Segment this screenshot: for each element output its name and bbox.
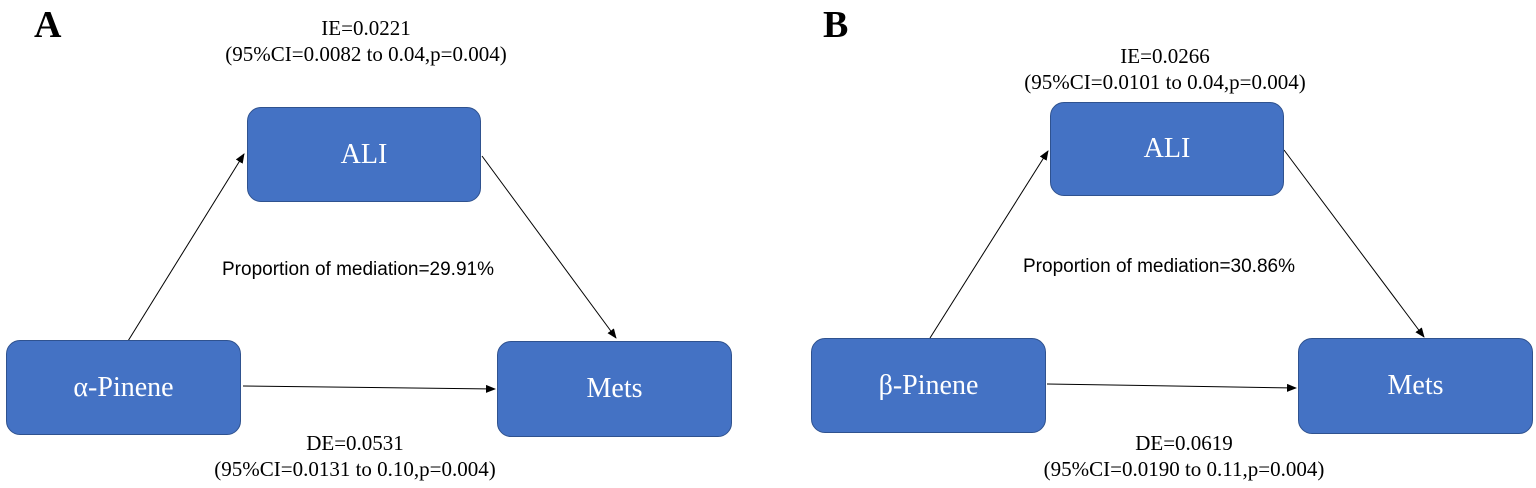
- arrow-exposure-to-mediator: [929, 150, 1049, 339]
- indirect-effect-label: IE=0.0266 (95%CI=0.0101 to 0.04,p=0.004): [1015, 43, 1315, 95]
- panel-b: B IE=0.0266 (95%CI=0.0101 to 0.04,p=0.00…: [768, 0, 1536, 488]
- arrow-exposure-to-mediator: [127, 153, 245, 342]
- indirect-effect-value: IE=0.0221: [321, 16, 411, 40]
- outcome-node: Mets: [497, 341, 732, 437]
- exposure-node: α-Pinene: [6, 340, 241, 435]
- indirect-effect-ci: (95%CI=0.0101 to 0.04,p=0.004): [1024, 70, 1306, 94]
- indirect-effect-value: IE=0.0266: [1120, 44, 1210, 68]
- mediator-node: ALI: [1050, 102, 1284, 196]
- arrow-exposure-to-outcome: [1046, 383, 1297, 392]
- indirect-effect-label: IE=0.0221 (95%CI=0.0082 to 0.04,p=0.004): [216, 15, 516, 67]
- arrow-mediator-to-outcome: [1283, 149, 1425, 338]
- direct-effect-label: DE=0.0619 (95%CI=0.0190 to 0.11,p=0.004): [1034, 430, 1334, 482]
- panel-a: A IE=0.0221 (95%CI=0.0082 to 0.04,p=0.00…: [6, 4, 732, 482]
- direct-effect-label: DE=0.0531 (95%CI=0.0131 to 0.10,p=0.004): [205, 430, 505, 482]
- outcome-node: Mets: [1298, 338, 1533, 434]
- direct-effect-value: DE=0.0531: [306, 431, 404, 455]
- proportion-of-mediation: Proportion of mediation=30.86%: [1023, 256, 1295, 277]
- direct-effect-ci: (95%CI=0.0131 to 0.10,p=0.004): [214, 457, 496, 481]
- proportion-of-mediation: Proportion of mediation=29.91%: [222, 259, 494, 280]
- arrows: [127, 153, 617, 393]
- direct-effect-value: DE=0.0619: [1135, 431, 1233, 455]
- arrows: [929, 149, 1425, 392]
- arrow-mediator-to-outcome: [481, 155, 617, 339]
- exposure-node: β-Pinene: [811, 338, 1046, 433]
- mediator-node: ALI: [247, 107, 481, 202]
- arrow-exposure-to-outcome: [242, 384, 496, 393]
- panel-letter: B: [823, 4, 849, 46]
- indirect-effect-ci: (95%CI=0.0082 to 0.04,p=0.004): [225, 42, 507, 66]
- panel-letter: A: [34, 4, 62, 46]
- direct-effect-ci: (95%CI=0.0190 to 0.11,p=0.004): [1043, 457, 1325, 481]
